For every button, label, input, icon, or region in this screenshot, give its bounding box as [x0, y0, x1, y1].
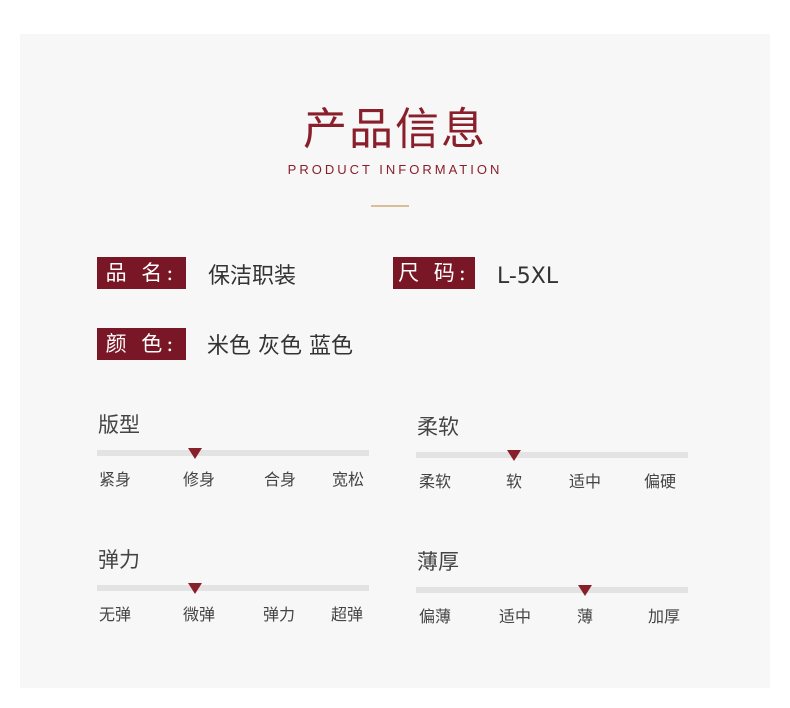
- attr-option-softness-1: 柔软: [418, 472, 452, 491]
- spec-value-color: 米色 灰色 蓝色: [207, 334, 353, 359]
- attr-option-fit-4: 宽松: [331, 470, 365, 489]
- attr-option-thickness-2: 适中: [498, 607, 532, 626]
- attr-title-elasticity: 弹力: [98, 548, 140, 572]
- attr-title-thickness: 薄厚: [417, 550, 459, 574]
- attr-option-thickness-1: 偏薄: [418, 607, 452, 626]
- attr-track-thickness: [416, 587, 688, 593]
- attr-track-fit: [97, 450, 369, 456]
- attr-title-fit: 版型: [98, 413, 140, 437]
- attr-option-fit-2: 修身: [182, 470, 216, 489]
- attr-option-thickness-3: 薄: [576, 607, 594, 626]
- page-subtitle: PRODUCT INFORMATION: [287, 162, 503, 177]
- attr-option-elasticity-2: 微弹: [182, 605, 216, 624]
- attr-marker-elasticity: [187, 583, 202, 594]
- spec-label-color: 颜 色:: [97, 328, 186, 360]
- attr-marker-fit: [187, 448, 202, 459]
- attr-marker-thickness: [577, 585, 592, 596]
- attr-option-elasticity-1: 无弹: [98, 605, 132, 624]
- spec-value-size: L-5XL: [497, 264, 559, 289]
- attr-option-softness-2: 软: [505, 472, 523, 491]
- attr-option-thickness-4: 加厚: [647, 607, 681, 626]
- attr-track-softness: [416, 452, 688, 458]
- page-title: 产品信息: [303, 104, 487, 155]
- title-divider: [371, 205, 409, 207]
- product-info-panel: [20, 34, 770, 688]
- attr-option-elasticity-4: 超弹: [330, 605, 364, 624]
- attr-option-fit-3: 合身: [263, 470, 297, 489]
- attr-marker-softness: [506, 450, 521, 461]
- attr-option-elasticity-3: 弹力: [262, 605, 296, 624]
- attr-option-fit-1: 紧身: [98, 470, 132, 489]
- spec-label-size: 尺 码:: [393, 257, 475, 289]
- spec-value-name: 保洁职装: [208, 264, 297, 289]
- attr-option-softness-3: 适中: [568, 472, 602, 491]
- attr-option-softness-4: 偏硬: [643, 472, 677, 491]
- spec-label-name: 品 名:: [97, 257, 186, 289]
- attr-track-elasticity: [97, 585, 369, 591]
- attr-title-softness: 柔软: [417, 415, 459, 439]
